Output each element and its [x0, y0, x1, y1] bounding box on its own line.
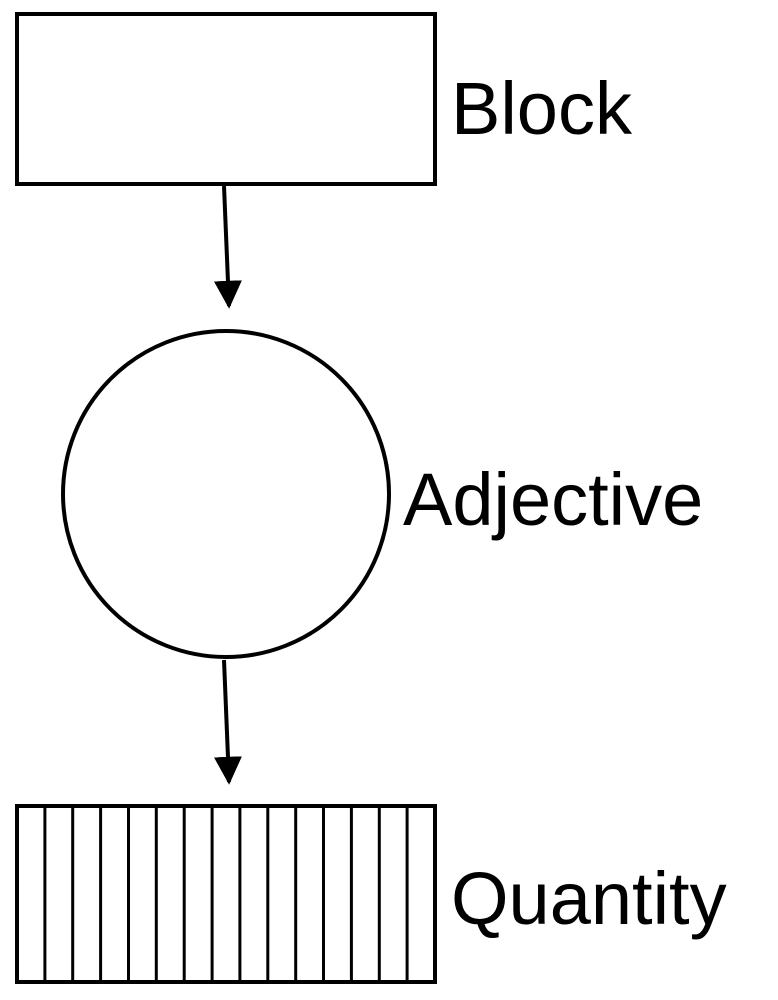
adjective-label: Adjective [403, 458, 703, 541]
arrow-block-to-adjective [213, 185, 242, 309]
quantity-label: Quantity [451, 857, 727, 940]
adjective-circle [61, 329, 391, 659]
block-label: Block [451, 67, 633, 150]
block-box [15, 12, 437, 186]
quantity-stripes [43, 806, 409, 982]
quantity-box [15, 804, 437, 984]
arrow-adjective-to-quantity [213, 659, 242, 785]
